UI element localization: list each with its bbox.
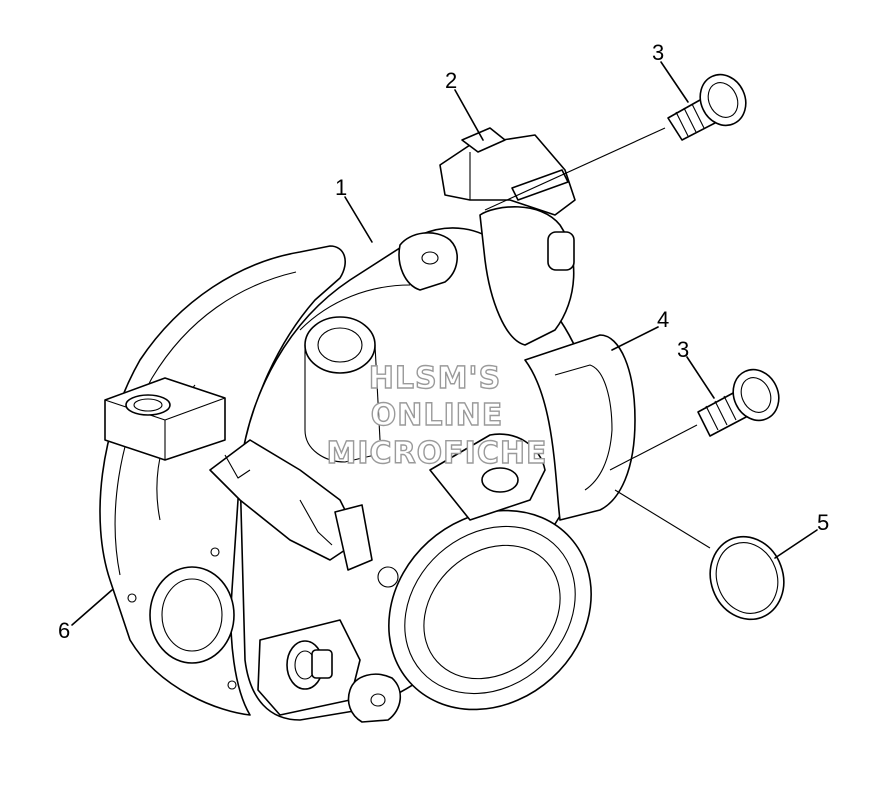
- watermark-line-2: ONLINE: [371, 398, 504, 433]
- part-5-o-ring: [709, 535, 785, 621]
- throttle-bore: [388, 433, 592, 711]
- part-4-gasket: [524, 334, 636, 521]
- part-3-screw-lower: [697, 368, 780, 437]
- watermark: HLSM'S ONLINE MICROFICHE: [326, 360, 548, 471]
- callout-3-lower: 3: [677, 337, 689, 362]
- callout-3-upper: 3: [652, 40, 664, 65]
- callout-2: 2: [445, 68, 457, 93]
- callouts: 1 2 3 3 4 5 6: [58, 40, 829, 643]
- callout-1: 1: [335, 175, 347, 200]
- callout-6: 6: [58, 618, 70, 643]
- callout-5: 5: [817, 510, 829, 535]
- leader-lines: [71, 61, 818, 626]
- assembly-axis-lines: [484, 127, 711, 549]
- watermark-line-1: HLSM'S: [369, 361, 501, 396]
- part-3-screw-upper: [667, 73, 747, 141]
- callout-4: 4: [657, 307, 669, 332]
- part-2-sensor: [439, 127, 576, 346]
- watermark-line-3: MICROFICHE: [327, 436, 548, 471]
